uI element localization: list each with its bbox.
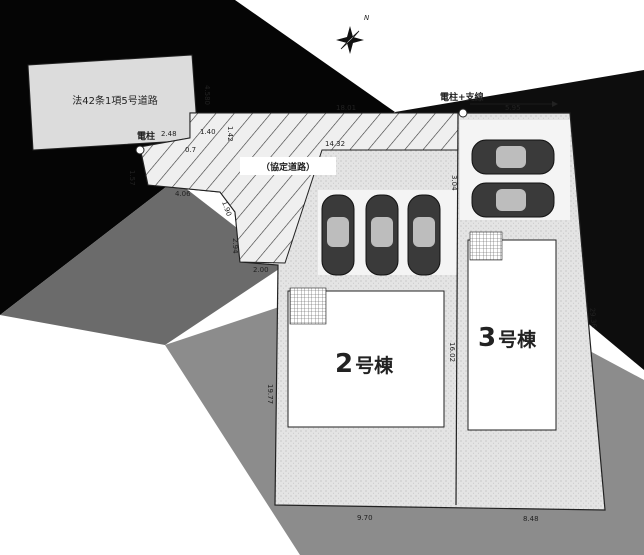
building-2-number: 2 (335, 349, 353, 379)
building-2-suffix: 号棟 (355, 354, 394, 377)
arrow-head-icon (552, 101, 558, 107)
lot-divider (455, 112, 459, 506)
dim-left-step: 1.40 (200, 128, 216, 136)
dim-flag-side: 2.94 (231, 238, 239, 254)
car-horizontal-2 (471, 182, 555, 218)
utility-pole-icon (135, 145, 145, 155)
dim-left-small: 2.48 (161, 130, 177, 138)
building-3-suffix: 号棟 (498, 328, 537, 351)
dim-right-top: 3.04 (450, 175, 458, 191)
road-width-dim: 4.580 (203, 85, 211, 105)
dim-post-gap: 0.7 (185, 146, 196, 154)
dim-bottom-left: 9.70 (357, 514, 373, 522)
car-vertical-3 (407, 194, 441, 276)
pole-label: 電柱 (137, 130, 155, 142)
dim-flag-bottom: 2.00 (253, 266, 269, 274)
building-3-footprint (467, 239, 557, 431)
north-compass-icon (336, 26, 364, 54)
car-vertical-1 (321, 194, 355, 276)
dim-diag-a: 1.42 (226, 126, 234, 142)
dim-top-total: 18.01 (336, 104, 356, 112)
dim-road-inner: 14.32 (325, 140, 345, 148)
car-vertical-2 (365, 194, 399, 276)
road-label: 法42条1項5号道路 (72, 94, 157, 107)
utility-pole-support-icon (458, 108, 468, 118)
car-horizontal-1 (471, 139, 555, 175)
dim-left-side: 19.77 (266, 384, 274, 404)
pole-support-label: 電柱+支線 (440, 91, 484, 103)
dim-top-right: 5.95 (505, 104, 521, 112)
building-2-entry (289, 287, 327, 325)
dim-diag-b: 1.57 (128, 170, 136, 186)
agreement-road-label-bg (240, 157, 336, 175)
building-3-entry (469, 231, 503, 261)
dim-mid-depth: 16.02 (448, 342, 456, 362)
dim-right-side: 29.36 (588, 307, 598, 328)
shadow-grey-wedge (0, 180, 285, 345)
dim-diag-c: 4.06 (175, 190, 191, 198)
building-3-number: 3 (478, 323, 496, 353)
north-label: N (364, 14, 370, 22)
agreement-road-label: （協定道路） (261, 161, 315, 173)
dim-bottom-right: 8.48 (523, 515, 539, 523)
